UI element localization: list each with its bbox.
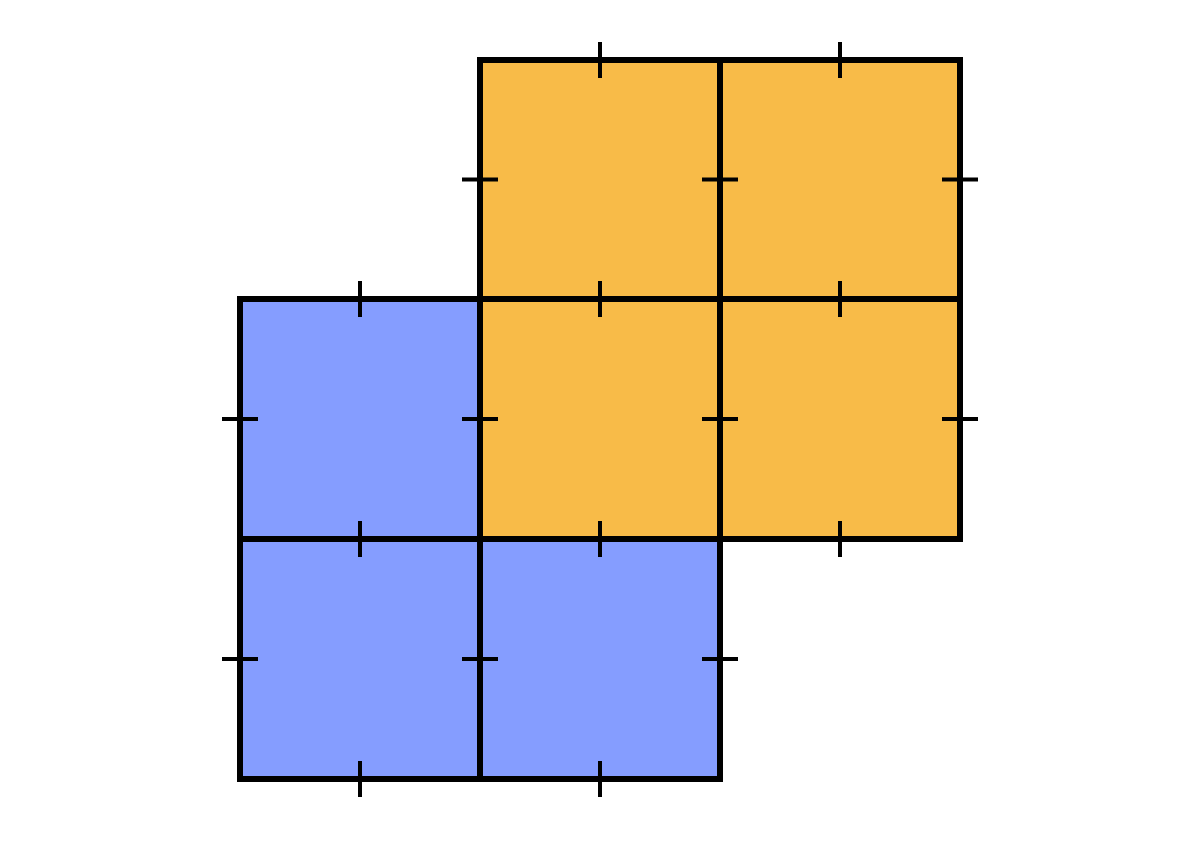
ticks-layer	[222, 42, 978, 797]
tiles-layer	[237, 57, 963, 782]
tile-orange-r0-c2	[477, 57, 723, 302]
tile-blue-r2-c2	[477, 536, 723, 782]
tile-orange-r1-c3	[717, 296, 963, 542]
tile-orange-r1-c2	[477, 296, 723, 542]
tile-orange-r0-c3	[717, 57, 963, 302]
tile-blue-r2-c1	[237, 536, 483, 782]
tile-blue-r1-c1	[237, 296, 483, 542]
